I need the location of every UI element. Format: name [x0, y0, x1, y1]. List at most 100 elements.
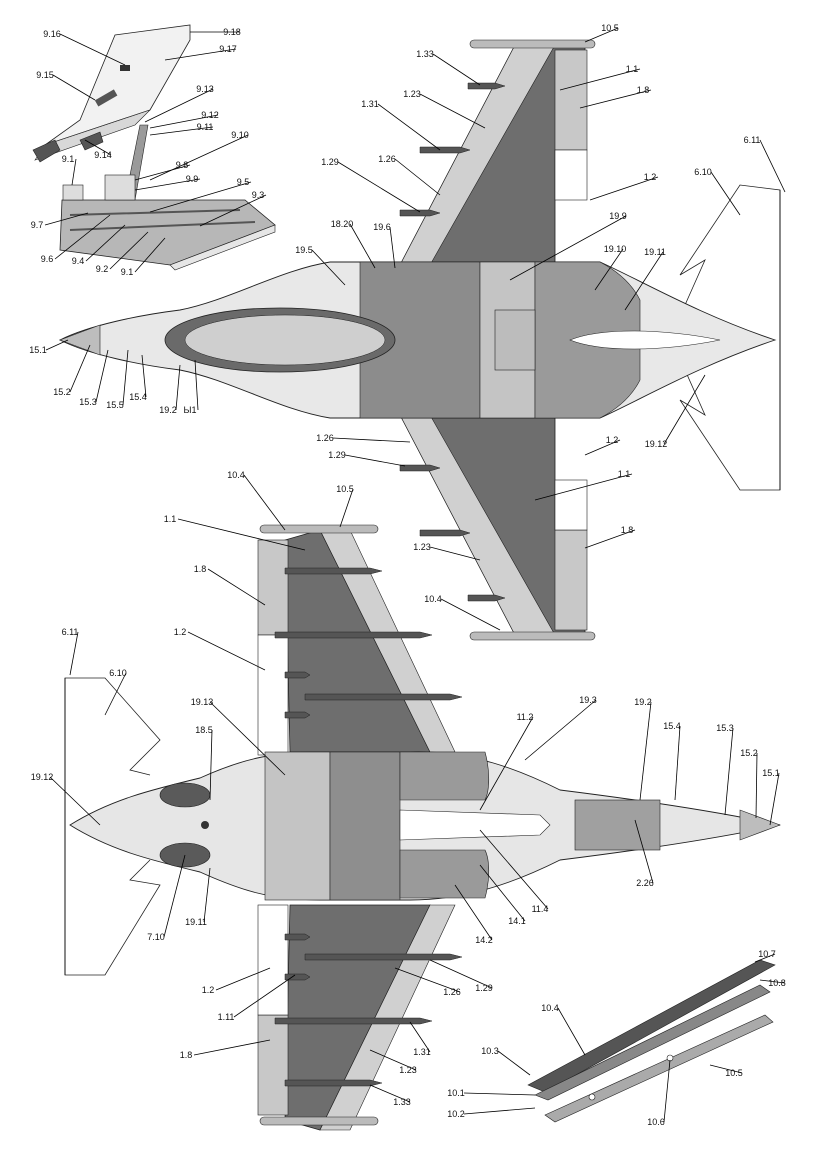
part-label: 10.2 [447, 1109, 465, 1119]
part-label: 10.7 [758, 949, 776, 959]
part-label: 1.2 [606, 435, 619, 445]
leader-line [584, 439, 621, 456]
part-label: 9.1 [121, 267, 134, 277]
missile [467, 82, 506, 90]
leader-line [534, 473, 633, 501]
part-label: 11.4 [532, 904, 549, 914]
intake [399, 849, 490, 899]
leader-line [759, 979, 786, 984]
leader-line [377, 103, 441, 151]
part-label: 1.33 [416, 49, 434, 59]
leader-line [199, 194, 267, 227]
leader-line [149, 134, 249, 181]
leader-line [663, 1059, 671, 1123]
wingtip-rail [259, 524, 379, 534]
rail-mid [534, 984, 771, 1101]
leader-line [122, 349, 129, 406]
part-label: 15.2 [53, 387, 71, 397]
leader-line [95, 349, 109, 403]
leader-line [209, 729, 213, 801]
part-label: 19.6 [373, 222, 391, 232]
missile [284, 671, 311, 679]
leader-line [440, 598, 501, 631]
part-label: 10.4 [424, 594, 442, 604]
leader-line [332, 437, 411, 443]
missile [284, 933, 311, 941]
part-label: 11.2 [517, 712, 534, 722]
part-label: 7.10 [147, 932, 165, 942]
dorsal-spine [569, 330, 721, 350]
leader-line [479, 716, 534, 811]
part-label: 1.33 [393, 1097, 411, 1107]
leader-line [52, 74, 96, 101]
part-label: 15.4 [129, 392, 147, 402]
part-label: 15.3 [716, 723, 734, 733]
leader-line [479, 829, 549, 910]
nose-cone [59, 324, 101, 356]
leader-line [754, 953, 776, 963]
part-label: 1.23 [399, 1065, 417, 1075]
leader-line [44, 212, 89, 226]
leader-line [84, 139, 112, 156]
part-label: 9.3 [252, 190, 265, 200]
leader-line [479, 864, 526, 922]
leader-line [311, 249, 346, 286]
missile [284, 711, 311, 719]
part-label: 9.1 [62, 154, 75, 164]
part-label: 19.3 [579, 695, 597, 705]
part-label: 1.2 [202, 985, 215, 995]
part-label: Ы1 [184, 405, 197, 415]
part-label: 19.11 [185, 917, 207, 927]
leader-line [594, 248, 624, 291]
leader-line [639, 701, 652, 801]
part-label: 1.8 [180, 1050, 193, 1060]
missile [284, 973, 311, 981]
leader-line [524, 699, 597, 761]
leader-line [674, 725, 681, 801]
leader-line [419, 93, 486, 129]
part-label: 1.31 [413, 1047, 431, 1057]
leader-line [394, 967, 461, 993]
part-label: 10.1 [447, 1088, 465, 1098]
part-label: 9.10 [231, 130, 249, 140]
missile [304, 953, 463, 961]
leader-line [59, 33, 126, 66]
leader-line [394, 158, 441, 196]
part-label: 1.11 [218, 1012, 235, 1022]
part-label: 9.12 [201, 110, 219, 120]
part-label: 10.5 [601, 23, 619, 33]
part-label: 6.10 [109, 668, 127, 678]
part-label: 1.29 [328, 450, 346, 460]
part-label: 1.1 [618, 469, 631, 479]
leader-line [509, 215, 627, 281]
part-label: 9.2 [96, 264, 109, 274]
part-label: 1.1 [626, 64, 639, 74]
part-label: 6.11 [62, 627, 79, 637]
leader-line [69, 631, 79, 676]
part-label: 10.5 [725, 1068, 743, 1078]
part-label: 18.5 [195, 725, 213, 735]
part-label: 9.18 [223, 27, 241, 37]
leader-line [134, 178, 201, 191]
part-label: 19.12 [31, 772, 54, 782]
part-label: 1.8 [194, 564, 207, 574]
part-label: 19.12 [645, 439, 668, 449]
leader-line [559, 68, 641, 91]
missile [304, 693, 463, 701]
part-label: 9.9 [186, 174, 199, 184]
part-label: 14.1 [508, 916, 526, 926]
part-label: 1.26 [443, 987, 461, 997]
pylon-detail [527, 959, 776, 1123]
part-label: 9.14 [94, 150, 112, 160]
leader-line [429, 959, 493, 989]
leader-line [463, 1107, 536, 1115]
part-label: 19.9 [609, 211, 627, 221]
leader-line [497, 1050, 531, 1076]
part-label: 19.2 [159, 405, 177, 415]
leader-line [663, 374, 706, 445]
leader-line [463, 1092, 536, 1096]
part-label: 19.13 [191, 697, 214, 707]
leader-line [209, 701, 286, 776]
part-label: 19.5 [295, 245, 313, 255]
